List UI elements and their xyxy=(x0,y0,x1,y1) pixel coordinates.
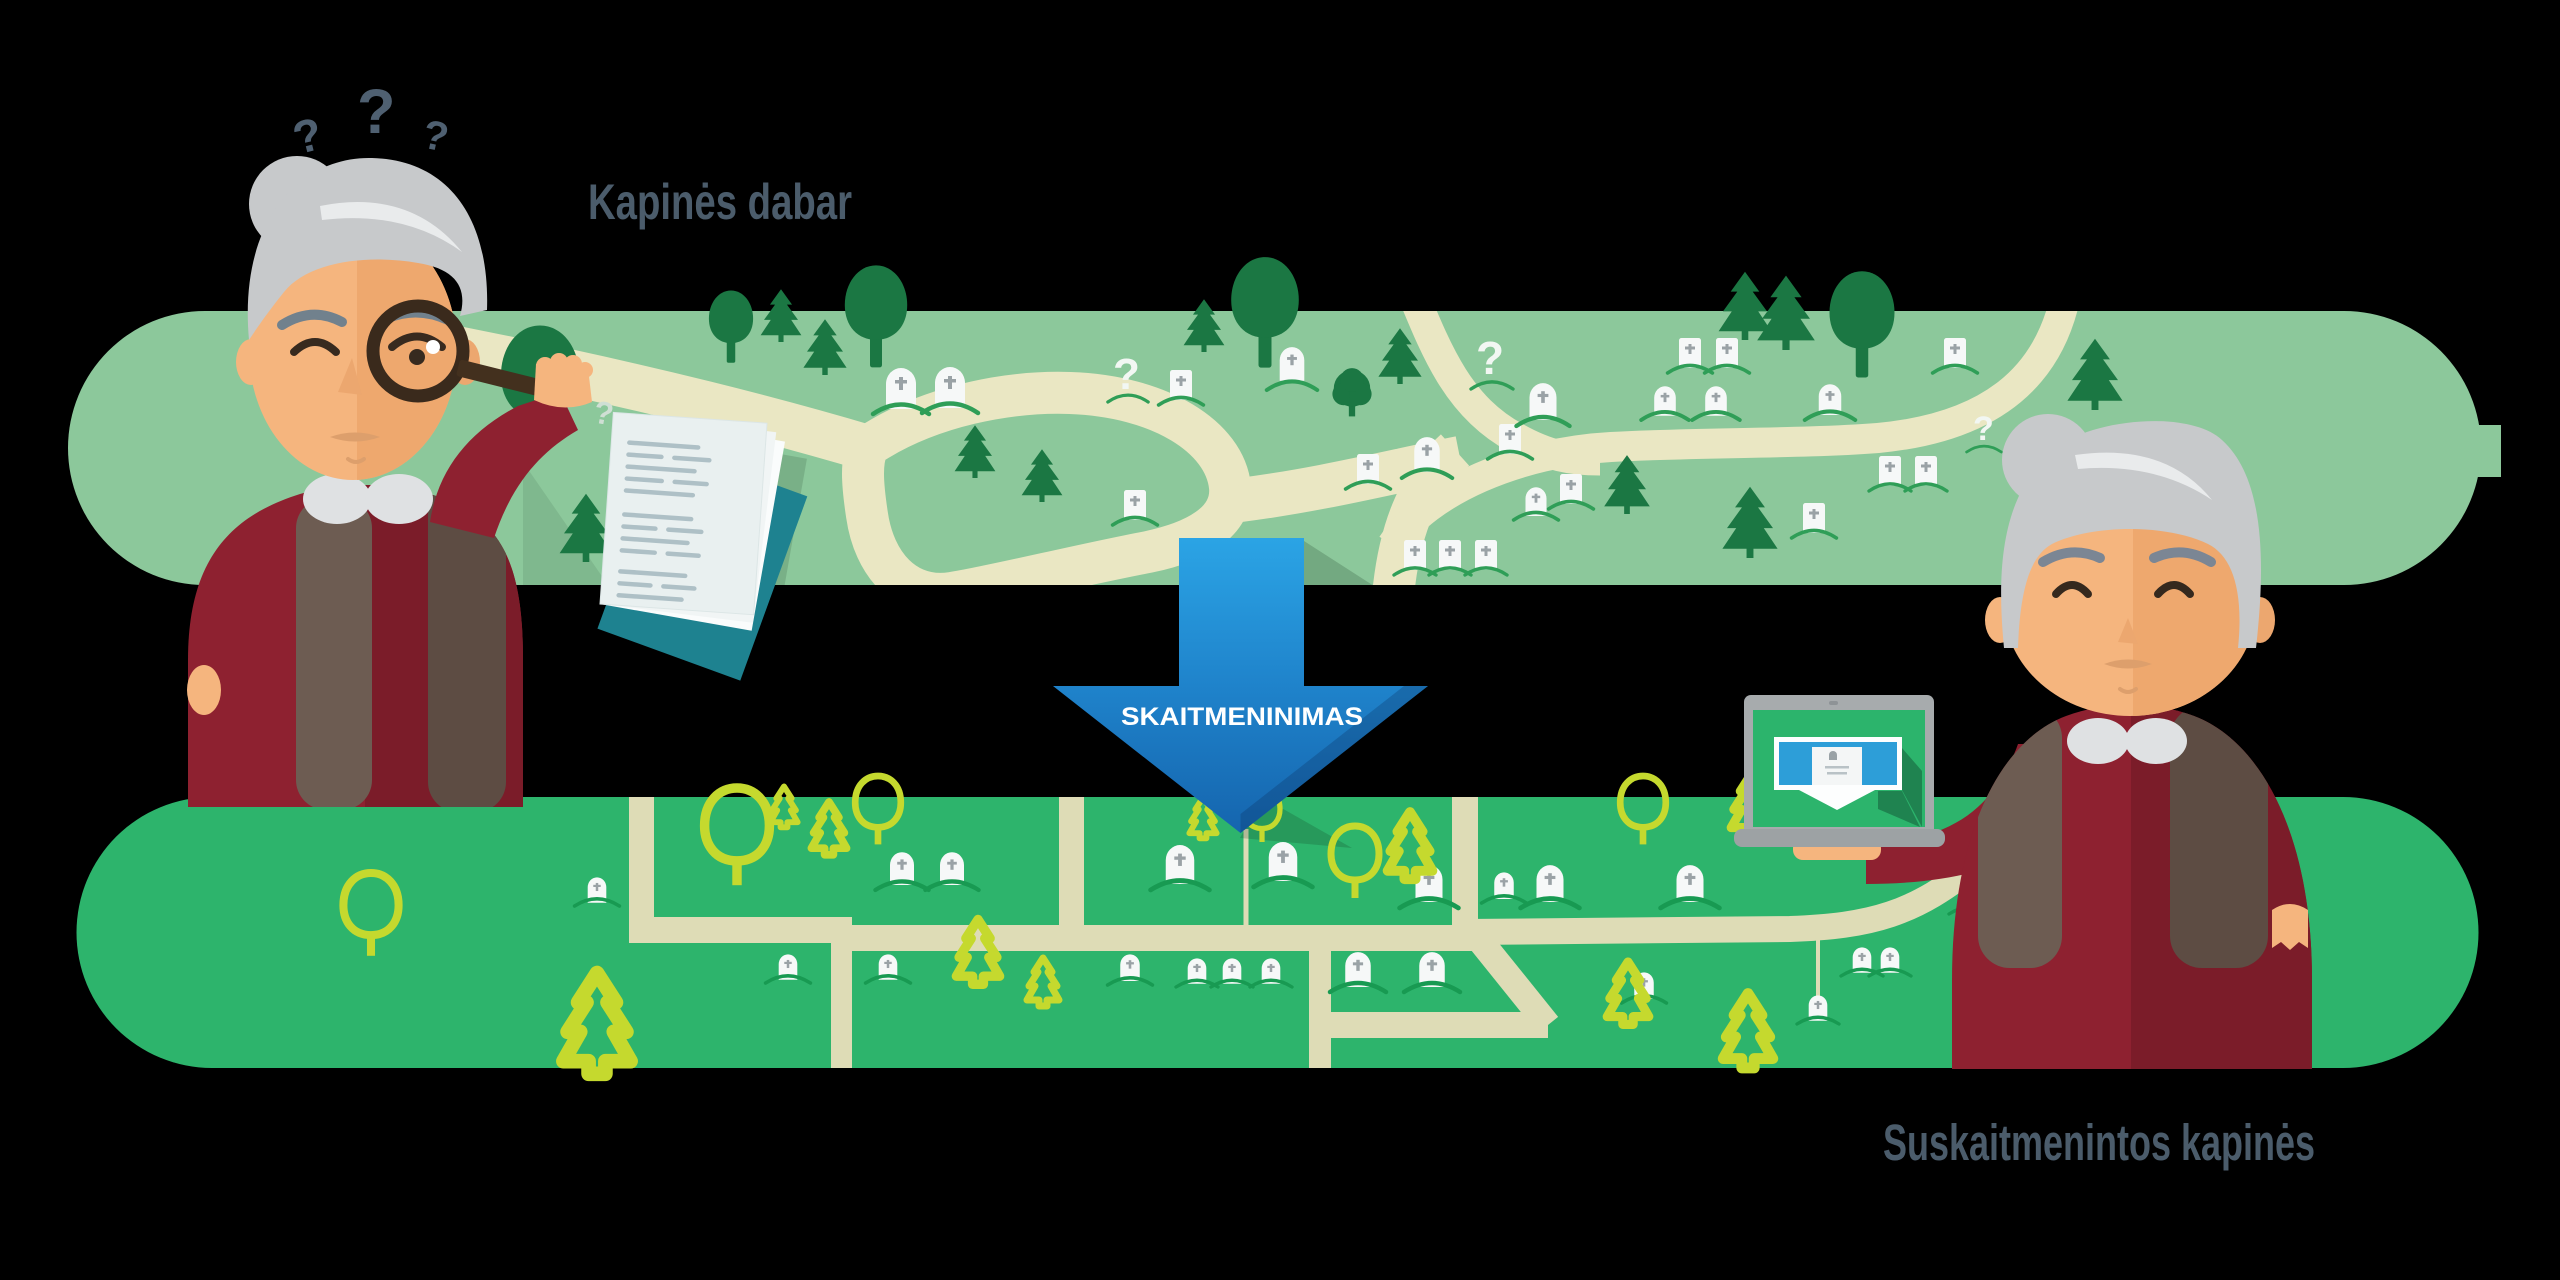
svg-text:Suskaitmenintos kapinės: Suskaitmenintos kapinės xyxy=(1883,1114,2315,1171)
svg-text:SKAITMENINIMAS: SKAITMENINIMAS xyxy=(1121,703,1363,731)
svg-text:?: ? xyxy=(357,77,395,147)
svg-text:?: ? xyxy=(1113,350,1140,399)
svg-text:Kapinės dabar: Kapinės dabar xyxy=(588,174,852,230)
svg-text:?: ? xyxy=(1973,410,1994,448)
svg-text:?: ? xyxy=(1476,332,1504,384)
